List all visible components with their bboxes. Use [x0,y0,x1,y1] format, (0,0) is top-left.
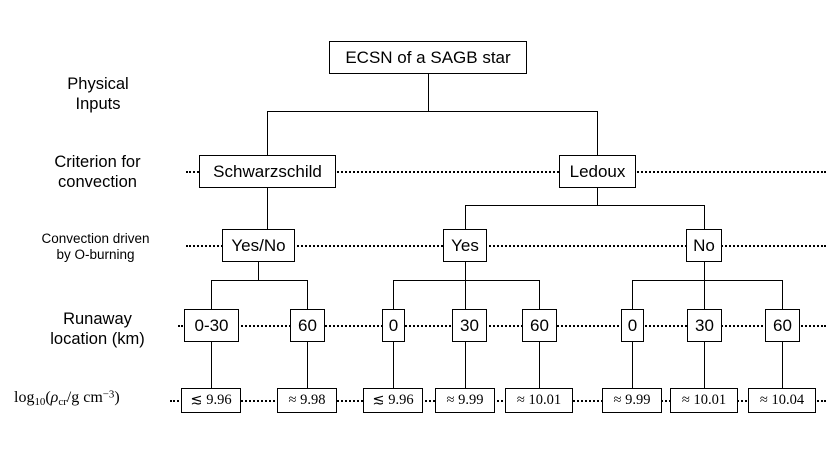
connector-r8-d8 [782,342,783,388]
node-root-ecsn[interactable]: ECSN of a SAGB star [329,41,527,74]
node-density-d1[interactable]: ≲ 9.96 [181,388,241,413]
node-schwarzschild[interactable]: Schwarzschild [199,155,336,188]
density-exponent: −3 [102,388,115,401]
connector-root-stem [428,73,429,111]
connector-r7-d7 [704,342,705,388]
row-label-criterion-for-convection: Criterion for convection [54,153,141,192]
node-runaway-60-schwarzschild[interactable]: 60 [290,309,325,342]
node-density-d8[interactable]: ≈ 10.04 [748,388,816,413]
node-runaway-0-ledoux-no[interactable]: 0 [621,309,644,342]
node-density-d5[interactable]: ≈ 10.01 [505,388,573,413]
node-runaway-30-ledoux-yes[interactable]: 30 [452,309,487,342]
connector-ledno-bus [632,280,782,281]
dotted-guide-criterion [186,171,826,173]
connector-r6-d6 [632,342,633,388]
connector-r3-d3 [393,342,394,388]
node-density-d6[interactable]: ≈ 9.99 [602,388,662,413]
rho-subscript: cr [58,396,67,409]
connector-root-bus [267,111,597,112]
dotted-guide-convection [186,245,826,247]
node-density-d2[interactable]: ≈ 9.98 [277,388,337,413]
connector-to-r8 [782,280,783,309]
row-label-log-density: log10(ρcr/g cm−3) [14,388,179,409]
connector-to-ledoux [597,111,598,155]
connector-to-r1 [211,280,212,309]
connector-ledyes-stem [465,262,466,280]
node-runaway-30-ledoux-no[interactable]: 30 [687,309,722,342]
node-runaway-60-ledoux-yes[interactable]: 60 [522,309,557,342]
connector-ledno-stem [704,262,705,280]
node-convection-yes-no[interactable]: Yes/No [222,229,295,262]
connector-r4-d4 [465,342,466,388]
connector-to-led-yes [465,205,466,229]
rho-symbol: ρ [50,389,59,406]
node-convection-no[interactable]: No [686,229,722,262]
row-label-convection-driven-by-o-burning: Convection driven by O-burning [41,231,150,263]
connector-yesno-stem [258,262,259,280]
connector-r5-d5 [539,342,540,388]
connector-yesno-bus [211,280,307,281]
connector-to-r7 [704,280,705,309]
row-label-physical-inputs: Physical Inputs [67,75,129,114]
connector-to-r3 [393,280,394,309]
node-convection-yes[interactable]: Yes [443,229,487,262]
node-runaway-0-30[interactable]: 0-30 [184,309,239,342]
connector-ledyes-bus [393,280,539,281]
connector-ledoux-stem [597,187,598,205]
connector-to-r5 [539,280,540,309]
connector-to-r2 [307,280,308,309]
dotted-guide-runaway [178,325,826,327]
connector-to-led-no [704,205,705,229]
connector-to-r6 [632,280,633,309]
log-base: 10 [34,396,46,409]
connector-ledoux-bus [465,205,705,206]
connector-r1-d1 [211,342,212,388]
node-ledoux[interactable]: Ledoux [559,155,636,188]
node-density-d7[interactable]: ≈ 10.01 [670,388,738,413]
row-label-runaway-location: Runaway location (km) [50,310,145,349]
paren-close: ) [114,389,120,406]
connector-to-schwarzschild [267,111,268,155]
node-runaway-0-ledoux-yes[interactable]: 0 [382,309,405,342]
dotted-guide-density [170,400,826,402]
node-runaway-60-ledoux-no[interactable]: 60 [765,309,800,342]
connector-to-r4 [465,280,466,309]
connector-r2-d2 [307,342,308,388]
node-density-d4[interactable]: ≈ 9.99 [435,388,495,413]
connector-schwarzschild-stem [267,187,268,229]
density-units: /g cm [66,389,103,406]
node-density-d3[interactable]: ≲ 9.96 [363,388,423,413]
paren-open: ( [45,389,51,406]
log-prefix: log [14,389,35,406]
